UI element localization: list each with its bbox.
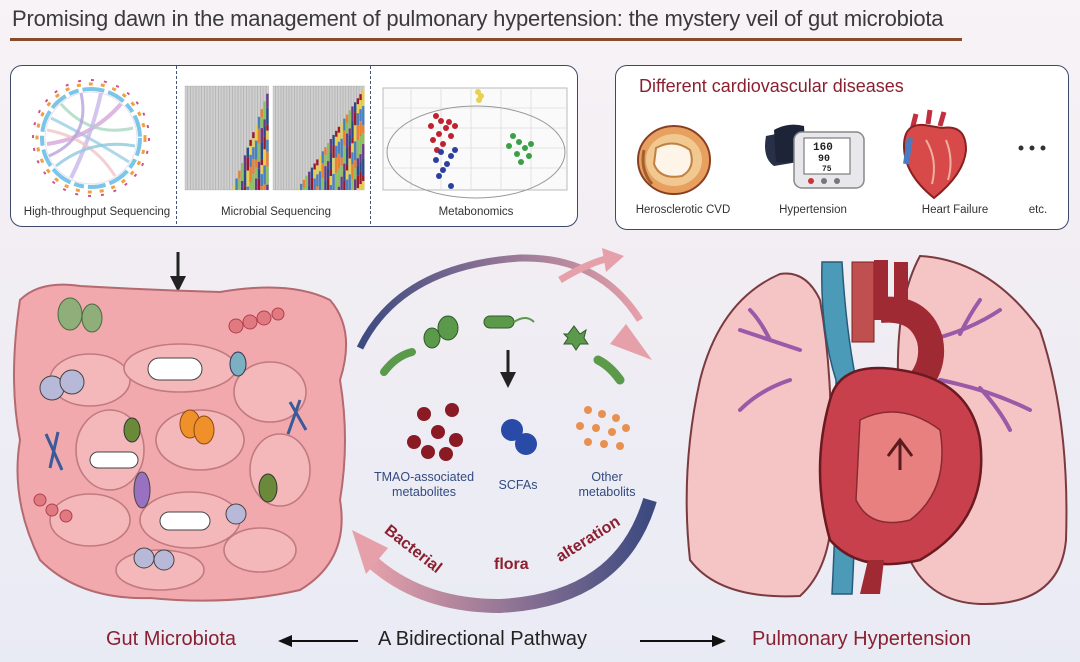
artery-icon	[637, 125, 711, 195]
panel-divider	[176, 66, 177, 224]
bottom-arc-arrow	[365, 497, 657, 614]
left-arrow-icon	[278, 635, 358, 647]
top-arc-arrow	[356, 254, 643, 350]
label-pulmonary-hypertension: Pulmonary Hypertension	[752, 628, 971, 650]
caption-etc: etc.	[1028, 204, 1048, 216]
caption-heart-failure: Heart Failure	[921, 204, 989, 216]
cvd-icons: 160 90 75	[637, 109, 1046, 200]
scfa-molecules-icon	[501, 419, 537, 455]
top-arc-arrowhead	[610, 324, 652, 360]
down-arrow-icon	[170, 252, 186, 292]
label-gut-microbiota: Gut Microbiota	[106, 628, 237, 650]
bottom-arc-arrowhead	[352, 530, 388, 574]
center-down-arrow-icon	[500, 350, 516, 388]
arc-word-flora: flora	[494, 556, 529, 573]
blood-pressure-monitor-icon: 160 90 75	[765, 124, 865, 189]
caption-herosclerotic: Herosclerotic CVD	[635, 204, 731, 216]
right-arrow-icon	[640, 635, 726, 647]
label-bidirectional-pathway: A Bidirectional Pathway	[378, 628, 588, 650]
title-underline	[10, 38, 962, 41]
more-dots-icon	[1018, 145, 1046, 151]
other-metabolites-icon	[576, 406, 630, 450]
caption-hypertension: Hypertension	[779, 204, 847, 216]
monitor-reading-diastolic: 90	[818, 154, 830, 165]
cardiovascular-diseases-panel: Different cardiovascular diseases 160 90…	[615, 65, 1069, 230]
heart-failure-icon	[902, 109, 968, 200]
caption-microbial: Microbial Sequencing	[221, 206, 331, 218]
monitor-reading-pulse: 75	[822, 165, 832, 174]
microbial-sequencing-bars	[184, 85, 365, 191]
page-title: Promising dawn in the management of pulm…	[12, 6, 944, 31]
cvd-panel-title: Different cardiovascular diseases	[639, 76, 904, 96]
monitor-reading-systolic: 160	[813, 142, 833, 154]
caption-high-throughput: High-throughput Sequencing	[23, 206, 171, 218]
tmao-molecules-icon	[407, 403, 463, 461]
panel-divider	[370, 66, 371, 224]
analysis-methods-panel: High-throughput Sequencing Microbial Seq…	[10, 65, 578, 227]
metabonomics-scatter-plot	[382, 87, 568, 199]
caption-metabonomics: Metabonomics	[438, 206, 514, 218]
circos-plot-icon	[32, 79, 150, 197]
label-scfas: SCFAs	[498, 478, 538, 492]
